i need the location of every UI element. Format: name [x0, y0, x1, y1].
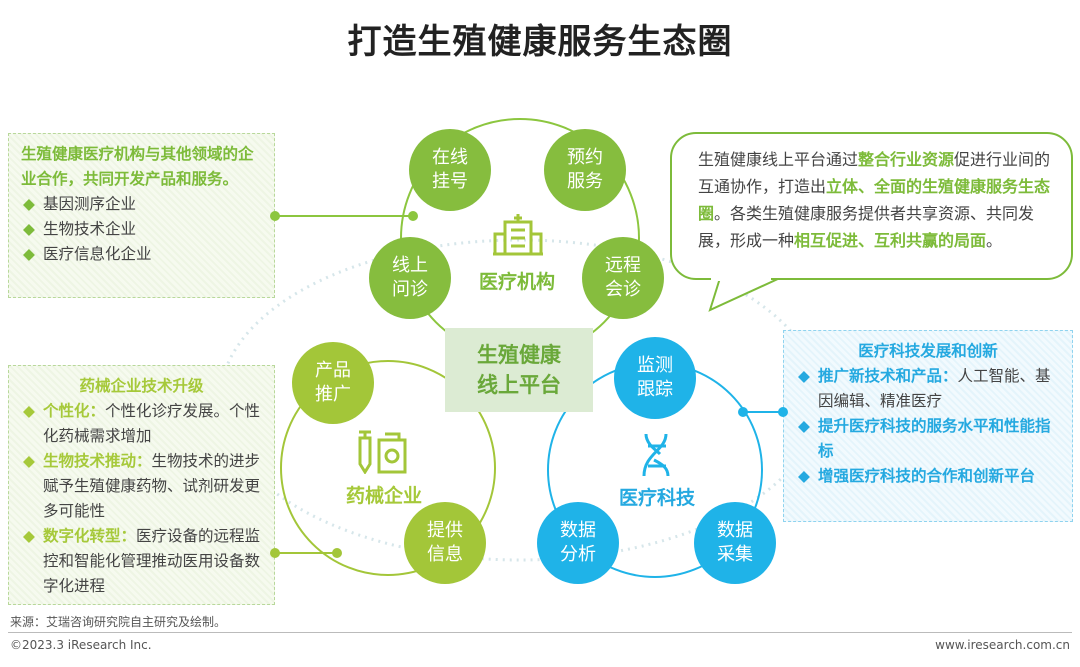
summary-bubble: 生殖健康线上平台通过整合行业资源促进行业间的互通协作，打造出立体、全面的生殖健康…	[670, 132, 1073, 280]
node-data-analysis: 数据分析	[537, 502, 619, 584]
medical-label: 医疗机构	[478, 271, 555, 293]
list-item: ◆医疗信息化企业	[23, 245, 152, 263]
page-title: 打造生殖健康服务生态圈	[347, 22, 733, 62]
node-appointment: 预约服务	[544, 129, 626, 211]
source-note: 来源：艾瑞咨询研究院自主研究及绘制。	[10, 615, 227, 629]
list-item: ◆生物技术推动：生物技术的进步赋予生殖健康药物、试剂研发更多可能性	[23, 452, 261, 520]
tech-label: 医疗科技	[618, 487, 695, 509]
tech-innovation-box: 医疗科技发展和创新 ◆推广新技术和产品：人工智能、基因编辑、精准医疗 ◆提升医疗…	[783, 330, 1073, 522]
node-data-collection: 数据采集	[694, 502, 776, 584]
pharma-ring	[280, 360, 496, 576]
node-provide-info: 提供信息	[404, 502, 486, 584]
list-item: ◆数字化转型：医疗设备的远程监控和智能化管理推动医用设备数字化进程	[23, 527, 261, 595]
node-online-registration: 在线挂号	[409, 129, 491, 211]
footer-divider	[8, 632, 1072, 633]
tech-heading: 医疗科技发展和创新	[858, 342, 998, 360]
list-item: ◆基因测序企业	[23, 195, 137, 213]
copyright: ©2023.3 iResearch Inc.	[10, 638, 152, 652]
list-item: ◆生物技术企业	[23, 220, 137, 238]
partner-heading: 生殖健康医疗机构与其他领域的企业合作，共同开发产品和服务。	[21, 145, 254, 188]
pharma-heading: 药械企业技术升级	[79, 377, 204, 395]
node-monitoring: 监测跟踪	[614, 337, 696, 419]
partner-box: 生殖健康医疗机构与其他领域的企业合作，共同开发产品和服务。 ◆基因测序企业 ◆生…	[8, 133, 275, 298]
syringe-bottle-icon	[358, 430, 407, 474]
website-link[interactable]: www.iresearch.com.cn	[935, 638, 1070, 652]
platform-center: 生殖健康线上平台	[445, 328, 593, 412]
node-product-promotion: 产品推广	[292, 342, 374, 424]
list-item: ◆个性化：个性化诊疗发展。个性化药械需求增加	[23, 402, 261, 445]
list-item: ◆增强医疗科技的合作和创新平台	[798, 467, 1036, 485]
node-online-consult: 线上问诊	[369, 237, 451, 319]
node-remote-consult: 远程会诊	[582, 237, 664, 319]
pharma-upgrade-box: 药械企业技术升级 ◆个性化：个性化诊疗发展。个性化药械需求增加 ◆生物技术推动：…	[8, 365, 275, 605]
list-item: ◆推广新技术和产品：人工智能、基因编辑、精准医疗	[798, 367, 1051, 410]
hospital-icon	[493, 214, 543, 256]
dna-icon	[642, 433, 670, 477]
pharma-label: 药械企业	[345, 485, 422, 507]
list-item: ◆提升医疗科技的服务水平和性能指标	[798, 417, 1051, 460]
